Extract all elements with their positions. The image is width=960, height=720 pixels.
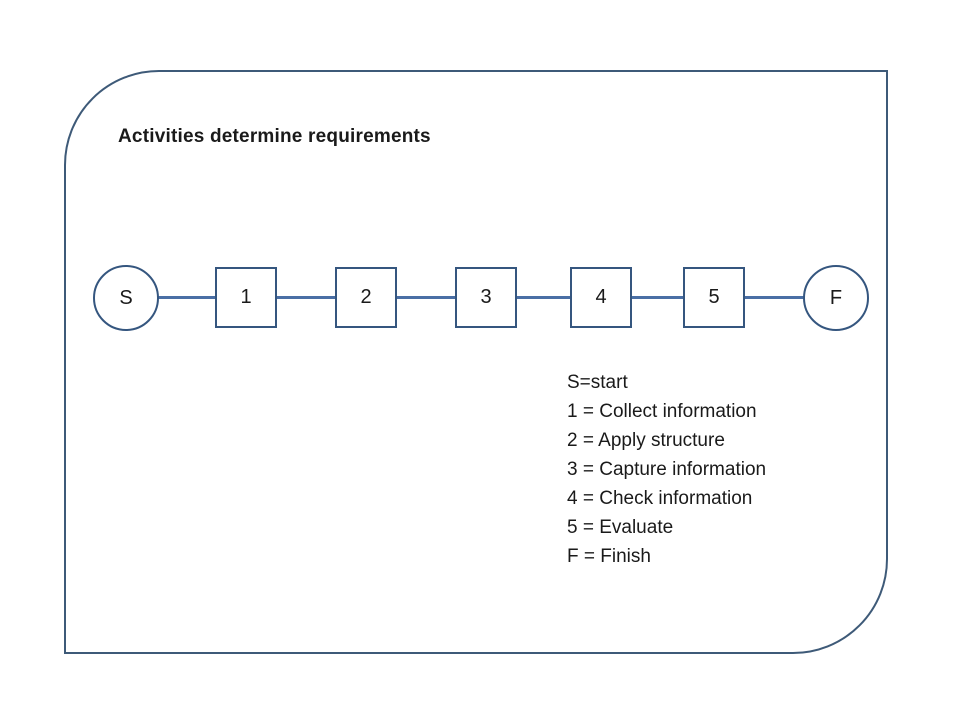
flow-node-start: S xyxy=(93,265,159,331)
flow-node-step-3: 3 xyxy=(455,267,517,328)
flow-node-step-4: 4 xyxy=(570,267,632,328)
legend-item: 3 = Capture information xyxy=(567,459,767,480)
flow-node-step-5: 5 xyxy=(683,267,745,328)
diagram-title: Activities determine requirements xyxy=(118,126,431,147)
legend-item: 1 = Collect information xyxy=(567,401,757,422)
legend-item: F = Finish xyxy=(567,546,651,567)
flow-node-step-1: 1 xyxy=(215,267,277,328)
diagram-frame xyxy=(64,70,888,654)
flow-node-step-2: 2 xyxy=(335,267,397,328)
legend-item: 2 = Apply structure xyxy=(567,430,725,451)
flow-node-finish: F xyxy=(803,265,869,331)
legend-item: 5 = Evaluate xyxy=(567,517,674,538)
legend-item: S=start xyxy=(567,372,628,393)
legend-item: 4 = Check information xyxy=(567,488,753,509)
legend: S=start 1 = Collect information 2 = Appl… xyxy=(567,368,766,571)
